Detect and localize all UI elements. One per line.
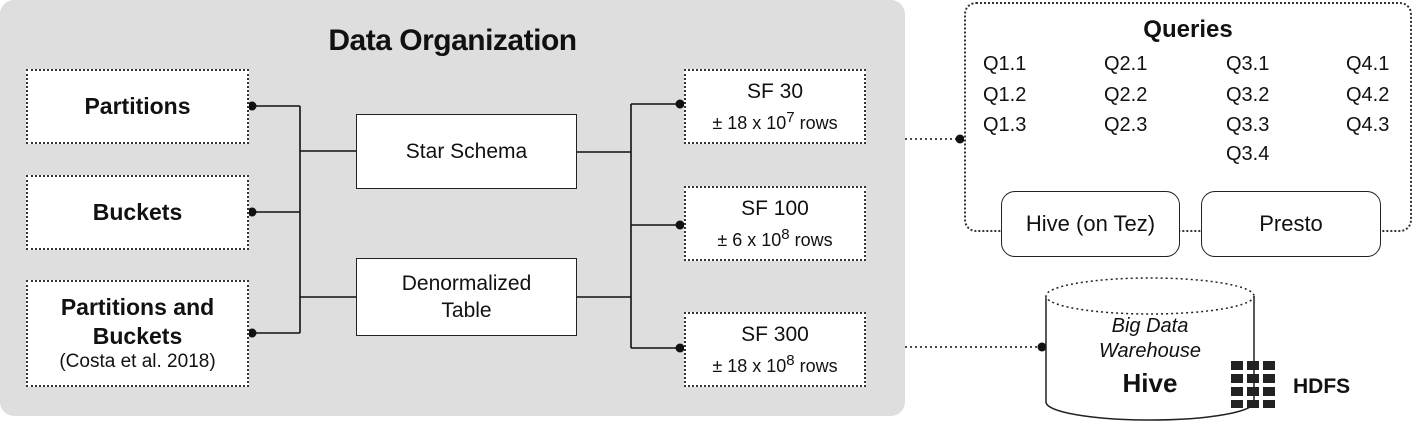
query-q4-1: Q4.1: [1346, 53, 1390, 75]
sf-name: SF 300: [741, 322, 809, 346]
sf-rows-unit: rows: [789, 229, 833, 250]
query-q3-1: Q3.1: [1226, 53, 1270, 75]
model-label-line2: Table: [441, 299, 492, 322]
sf-rows-exponent: 8: [786, 351, 795, 369]
model-denormalized-table: Denormalized Table: [356, 258, 577, 336]
sf-rows-unit: rows: [794, 355, 838, 376]
warehouse-label-line2: Warehouse: [1099, 340, 1201, 362]
scale-factor-sf100: SF 100 ± 6 x 108 rows: [684, 186, 866, 261]
query-q2-2: Q2.2: [1104, 84, 1148, 106]
model-label-line1: Denormalized: [401, 271, 532, 295]
model-star-schema: Star Schema: [356, 114, 577, 189]
engine-hive-on-tez: Hive (on Tez): [1001, 191, 1180, 257]
query-q3-4: Q3.4: [1226, 143, 1270, 165]
sf-rows: ± 18 x 108 rows: [712, 352, 837, 378]
query-q1-3: Q1.3: [983, 114, 1027, 136]
sf-name: SF 30: [746, 79, 804, 103]
query-q2-1: Q2.1: [1104, 53, 1148, 75]
scale-factor-sf30: SF 30 ± 18 x 107 rows: [684, 69, 866, 144]
sf-name: SF 100: [741, 196, 809, 220]
model-label: Star Schema: [405, 139, 528, 163]
hdfs-label: HDFS: [1293, 375, 1351, 398]
scale-factor-sf300: SF 300 ± 18 x 108 rows: [684, 312, 866, 387]
query-q2-3: Q2.3: [1104, 114, 1148, 136]
strategy-partitions: Partitions: [26, 69, 249, 144]
warehouse-label-line1: Big Data: [1111, 315, 1189, 337]
strategy-label-line1: Partitions and: [60, 293, 215, 320]
query-q3-2: Q3.2: [1226, 84, 1270, 106]
strategy-label: Partitions: [84, 93, 191, 120]
query-q1-2: Q1.2: [983, 84, 1027, 106]
engine-presto: Presto: [1201, 191, 1381, 257]
strategy-label-line2: Buckets: [92, 322, 183, 349]
strategy-citation: (Costa et al. 2018): [59, 351, 216, 373]
strategy-label: Buckets: [92, 199, 183, 226]
warehouse-label: Big Data Warehouse: [1046, 314, 1254, 364]
query-q3-3: Q3.3: [1226, 114, 1270, 136]
sf-rows-base: ± 18 x 10: [712, 112, 787, 133]
queries-title: Queries: [1143, 16, 1233, 43]
strategy-partitions-and-buckets: Partitions and Buckets (Costa et al. 201…: [26, 280, 249, 387]
sf-rows-exponent: 8: [781, 225, 790, 243]
sf-rows: ± 6 x 108 rows: [717, 226, 832, 252]
query-q4-3: Q4.3: [1346, 114, 1390, 136]
query-q1-1: Q1.1: [983, 53, 1027, 75]
sf-rows-exponent: 7: [786, 108, 795, 126]
sf-rows-unit: rows: [794, 112, 838, 133]
panel-title: Data Organization: [328, 24, 577, 57]
sf-rows-base: ± 6 x 10: [717, 229, 782, 250]
sf-rows-base: ± 18 x 10: [712, 355, 787, 376]
sf-rows: ± 18 x 107 rows: [712, 109, 837, 135]
strategy-buckets: Buckets: [26, 175, 249, 250]
query-q4-2: Q4.2: [1346, 84, 1390, 106]
warehouse-name: Hive: [1122, 368, 1178, 398]
